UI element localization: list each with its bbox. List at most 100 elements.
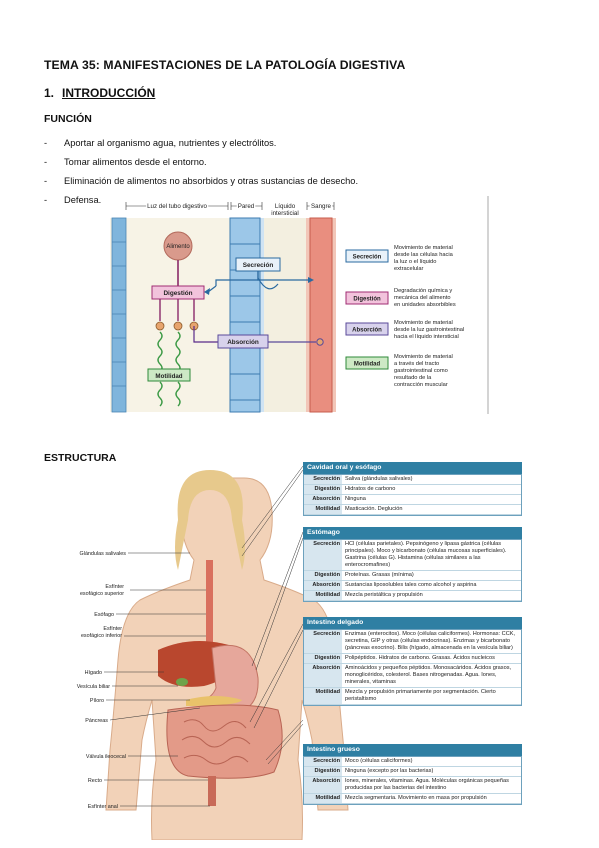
page-title: TEMA 35: MANIFESTACIONES DE LA PATOLOGÍA… (44, 58, 406, 72)
row-key: Secreción (304, 757, 342, 767)
legend-desc: Degradación química y (394, 288, 452, 294)
col-luz-label: Luz del tubo digestivo (147, 203, 207, 210)
legend-desc: hacia el líquido intersticial (394, 334, 459, 340)
col-liquido-label: Líquido (275, 203, 296, 210)
row-key: Digestión (304, 571, 342, 581)
legend-desc: gastrointestinal como (394, 368, 448, 374)
legend-desc: la luz o el líquido (394, 259, 436, 265)
funcion-list: Aportar al organismo agua, nutrientes y … (44, 138, 358, 214)
list-item: Aportar al organismo agua, nutrientes y … (44, 138, 358, 157)
label-esfinter-inf: Esfínter (103, 626, 122, 632)
col-liquido-label-2: intersticial (271, 210, 299, 217)
row-value: Polipéptidos. Hidratos de carbono. Grasa… (342, 654, 521, 664)
row-value: Moco (células caliciformes) (342, 757, 521, 767)
row-value: Hidratos de carbono (342, 485, 521, 495)
row-key: Secreción (304, 540, 342, 571)
col-pared-label: Pared (238, 203, 255, 210)
legend-desc: resultado de la (394, 375, 432, 381)
section-number: 1. (44, 86, 55, 100)
label-piloro: Píloro (90, 698, 104, 704)
list-item: Eliminación de alimentos no absorbidos y… (44, 176, 358, 195)
row-key: Digestión (304, 654, 342, 664)
row-key: Motilidad (304, 688, 342, 705)
label-esfinter-inf-2: esofágico inferior (81, 633, 122, 639)
legend-desc: extracelular (394, 266, 424, 272)
row-key: Motilidad (304, 505, 342, 515)
legend-desc: contracción muscular (394, 382, 448, 388)
legend-desc: desde las células hacia (394, 252, 454, 258)
label-vesicula: Vesícula biliar (77, 684, 110, 690)
list-item: Tomar alimentos desde el entorno. (44, 157, 358, 176)
row-key: Motilidad (304, 794, 342, 804)
digestive-anatomy-figure: Glándulas salivales Esfínter esofágico s… (77, 465, 349, 840)
label-esofago: Esófago (94, 612, 114, 618)
row-key: Absorción (304, 581, 342, 591)
legend-key: Digestión (353, 297, 381, 303)
label-esfinter-sup: Esfínter (105, 584, 124, 590)
legend-desc: mecánica del alimento (394, 295, 451, 301)
estructura-heading: ESTRUCTURA (44, 452, 117, 464)
section-heading: 1. INTRODUCCIÓN (44, 86, 155, 100)
secrecion-label: Secreción (243, 262, 274, 269)
row-value: Iones, minerales, vitaminas. Agua. Moléc… (342, 777, 521, 794)
row-key: Digestión (304, 767, 342, 777)
row-value: Masticación. Deglución (342, 505, 521, 515)
col-sangre-label: Sangre (311, 203, 332, 210)
row-value: Mezcla segmentaria. Movimiento en masa p… (342, 794, 521, 804)
row-value: Aminoácidos y pequeños péptidos. Monosac… (342, 664, 521, 688)
row-value: Ninguna (342, 495, 521, 505)
row-key: Secreción (304, 630, 342, 654)
table-title: Intestino delgado (303, 617, 522, 630)
row-value: HCl (células parietales). Pepsinógeno y … (342, 540, 521, 571)
funcion-heading: FUNCIÓN (44, 113, 92, 125)
row-key: Digestión (304, 485, 342, 495)
legend-key: Secreción (353, 255, 382, 261)
digestion-label: Digestión (163, 290, 192, 297)
table-title: Intestino grueso (303, 744, 522, 757)
row-value: Enzimas (enterocitos). Moco (células cal… (342, 630, 521, 654)
label-glandulas: Glándulas salivales (80, 551, 127, 557)
legend: Secreción Digestión Absorción Motilidad … (345, 245, 464, 388)
row-key: Absorción (304, 664, 342, 688)
body-illustration (105, 470, 349, 840)
label-valvula: Válvula ileocecal (86, 754, 126, 760)
row-value: Saliva (glándulas salivales) (342, 475, 521, 485)
section-label: INTRODUCCIÓN (62, 86, 156, 100)
digestive-process-diagram: Luz del tubo digestivo Pared Líquido int… (110, 196, 490, 414)
row-value: Mezcla peristáltica y propulsión (342, 591, 521, 601)
label-esfinter-sup-2: esofágico superior (80, 591, 124, 597)
legend-desc: Movimiento de material (394, 320, 453, 326)
label-higado: Hígado (85, 670, 102, 676)
legend-key: Motilidad (354, 362, 381, 368)
row-key: Absorción (304, 495, 342, 505)
legend-desc: en unidades absorbibles (394, 302, 456, 308)
motilidad-label: Motilidad (155, 373, 182, 380)
row-value: Mezcla y propulsión primariamente por se… (342, 688, 521, 705)
alimento-label: Alimento (166, 244, 190, 250)
table-title: Cavidad oral y esófago (303, 462, 522, 475)
legend-key: Absorción (352, 328, 382, 334)
label-esfinter-anal: Esfínter anal (88, 804, 118, 810)
row-key: Absorción (304, 777, 342, 794)
legend-desc: a través del tracto (394, 361, 439, 367)
absorcion-label: Absorción (227, 339, 259, 346)
legend-desc: Movimiento de material (394, 245, 453, 251)
row-value: Proteínas. Grasas (mínima) (342, 571, 521, 581)
